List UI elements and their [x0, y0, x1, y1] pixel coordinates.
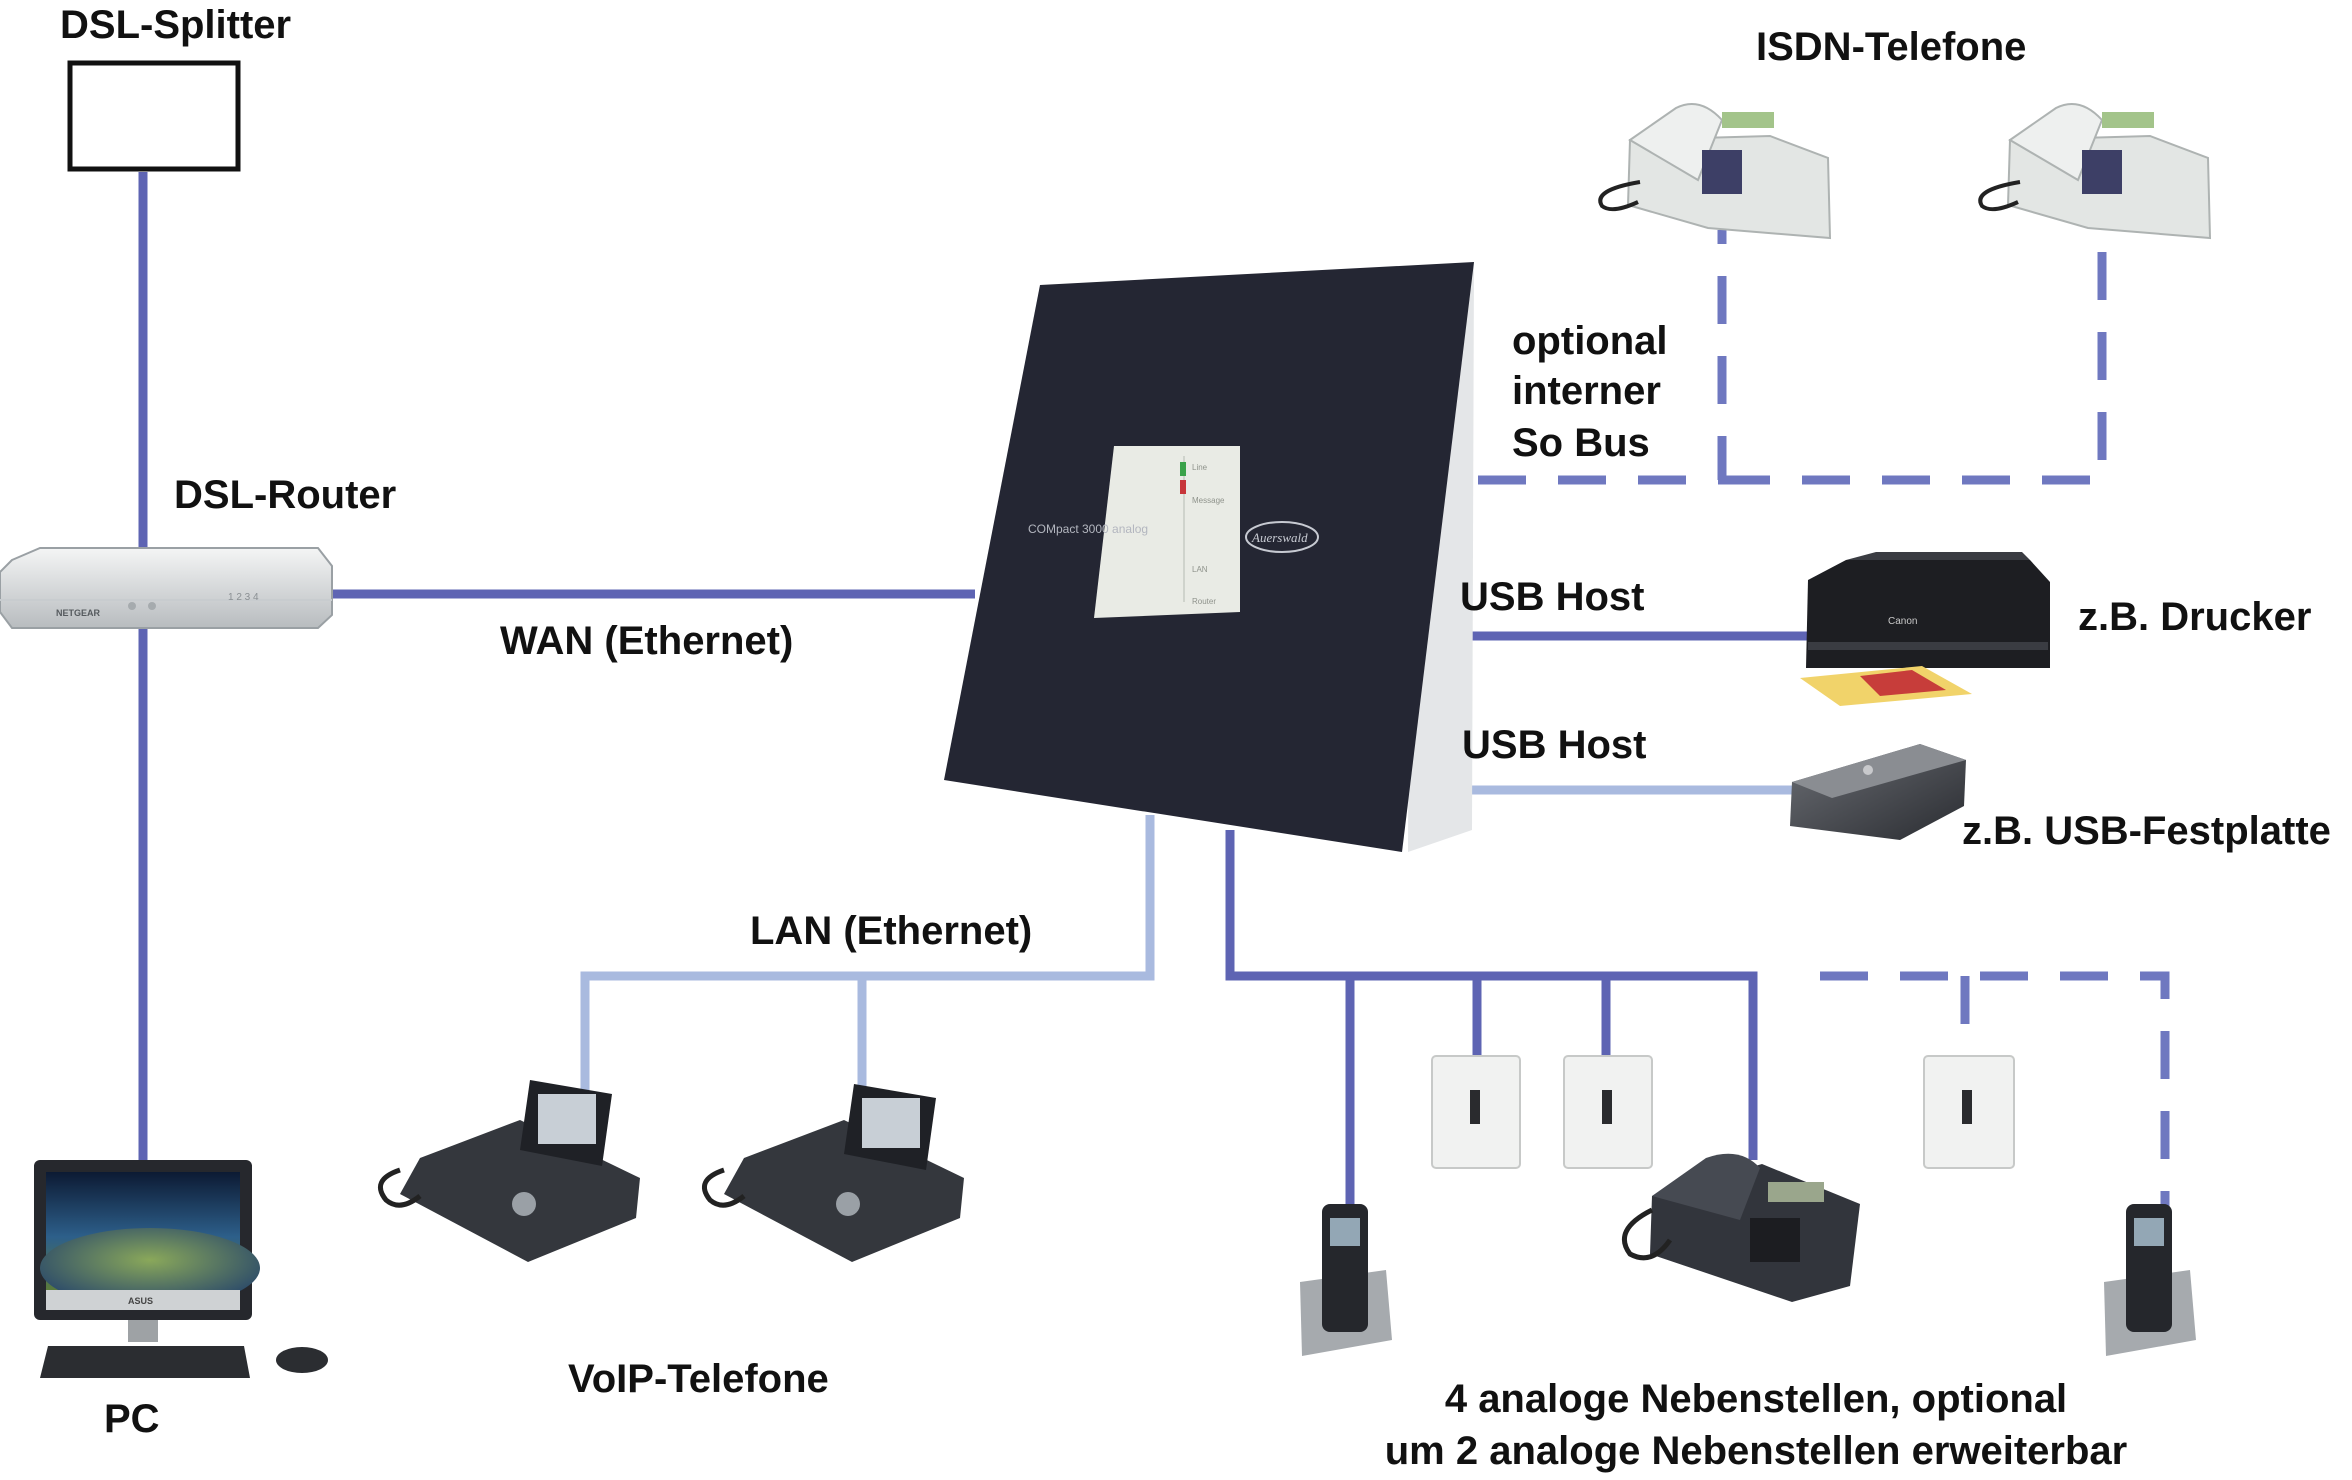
dsl-router-label: DSL-Router: [174, 473, 397, 517]
dect-phone-1: [1300, 1204, 1392, 1356]
printer-device: Canon: [1800, 552, 2050, 706]
router-led-icon: [128, 602, 136, 610]
dsl-splitter-label: DSL-Splitter: [60, 3, 292, 47]
isdn-display-icon: [2102, 112, 2154, 128]
router-led-icon: [148, 602, 156, 610]
so-bus-label-line1: optional: [1512, 319, 1668, 363]
usb-disk-led-icon: [1863, 765, 1873, 775]
connections: [138, 172, 2170, 1215]
pbx-model-text: COMpact 3000 analog: [1028, 522, 1148, 536]
dect-display-icon: [2134, 1218, 2164, 1246]
usb-host-label-2: USB Host: [1462, 723, 1647, 767]
voip-phone-1: [377, 1080, 640, 1262]
desk-phone-keypad-icon: [1750, 1218, 1800, 1262]
so-bus-label-line3: So Bus: [1512, 421, 1650, 465]
pbx-led-label: Message: [1192, 496, 1225, 505]
pbx-led-label: Line: [1192, 463, 1208, 472]
voip-phone-2: [701, 1084, 964, 1262]
analog-extensions-label-line1: 4 analoge Nebenstellen, optional: [1444, 1377, 2068, 1421]
pbx-led-icon: [1180, 480, 1186, 494]
isdn-phone-2: [1978, 103, 2212, 240]
analog-socket-1: [1431, 1055, 1521, 1169]
router-brand-text: NETGEAR: [56, 608, 101, 618]
pbx-led-label: LAN: [1192, 565, 1208, 574]
pbx-device: Line Message LAN Router COMpact 3000 ana…: [944, 262, 1474, 852]
pc-globe: [40, 1228, 260, 1308]
printer-label: z.B. Drucker: [2078, 595, 2312, 639]
pc-mouse: [276, 1347, 328, 1373]
dsl-splitter-box: [67, 60, 241, 172]
analog-line: [1225, 830, 1758, 1215]
voip-nav-icon: [512, 1192, 536, 1216]
so-bus-label-line2: interner: [1512, 369, 1661, 413]
usb-host-label-1: USB Host: [1460, 575, 1645, 619]
pbx-panel: [1094, 446, 1240, 618]
usb-disk-label: z.B. USB-Festplatte: [1962, 809, 2331, 853]
pc-brand-text: ASUS: [128, 1296, 153, 1306]
isdn-phone-1: [1598, 103, 1832, 240]
isdn-keypad-icon: [2082, 150, 2122, 194]
pc-stand: [128, 1320, 158, 1342]
analog-extensions-label-line2: um 2 analoge Nebenstellen erweiterbar: [1384, 1429, 2128, 1473]
voip-display-icon: [862, 1098, 920, 1148]
voip-display-icon: [538, 1094, 596, 1144]
usb-disk-device: [1790, 744, 1966, 840]
pbx-led-icon: [1180, 462, 1186, 476]
pbx-logo-icon: [1245, 521, 1319, 553]
pbx-brand-text: Auerswald: [1251, 530, 1308, 545]
voip-phones-label: VoIP-Telefone: [568, 1357, 829, 1401]
analog-socket-2: [1563, 1055, 1653, 1169]
isdn-keypad-icon: [1702, 150, 1742, 194]
pc-keyboard: [40, 1346, 250, 1378]
router-ports-text: 1 2 3 4: [228, 592, 259, 603]
dsl-router-device: NETGEAR 1 2 3 4: [0, 547, 333, 629]
analog-desk-phone: [1621, 1153, 1860, 1302]
dect-display-icon: [1330, 1218, 1360, 1246]
voip-nav-icon: [836, 1192, 860, 1216]
isdn-display-icon: [1722, 112, 1774, 128]
so-bus-line: [1478, 230, 2107, 485]
lan-label: LAN (Ethernet): [750, 909, 1033, 953]
pc-label: PC: [104, 1397, 160, 1441]
analog-optional-line: [1820, 971, 2170, 1210]
isdn-phones-label: ISDN-Telefone: [1756, 25, 2027, 69]
dect-phone-2: [2104, 1204, 2196, 1356]
pc-device: ASUS: [34, 1160, 328, 1378]
wan-label: WAN (Ethernet): [500, 619, 794, 663]
lan-line: [580, 815, 1155, 1095]
analog-socket-3: [1923, 1055, 2015, 1169]
printer-brand-text: Canon: [1888, 616, 1917, 627]
desk-phone-display-icon: [1768, 1182, 1824, 1202]
pbx-led-label: Router: [1192, 597, 1216, 606]
